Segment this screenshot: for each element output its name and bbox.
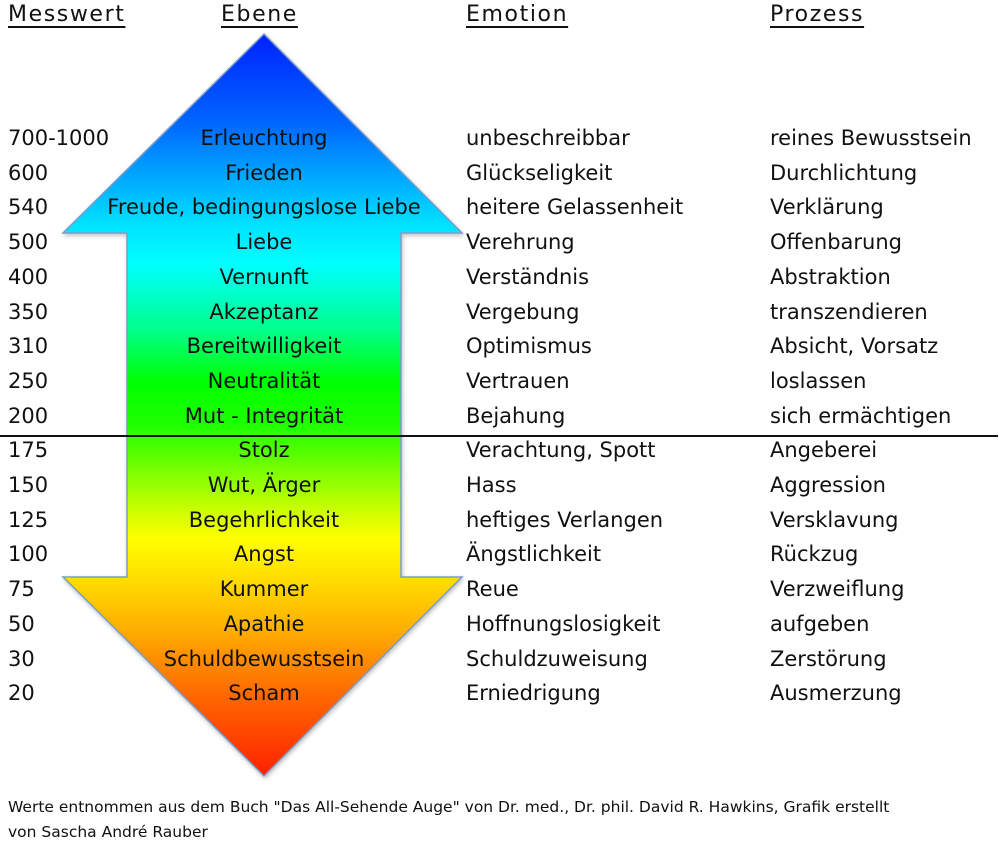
table-row: 310 Bereitwilligkeit Optimismus Absicht, Vo… [0, 329, 1000, 364]
cell-messwert: 350 [8, 299, 49, 324]
cell-ebene: Kummer [219, 577, 309, 602]
table-row: 700-1000 Erleuchtung unbeschreibbar reines … [0, 121, 1000, 156]
table-row: 30 Schuldbewusstsein Schuldzuweisung Zerstö… [0, 642, 1000, 677]
cell-prozess: sich ermächtigen [770, 403, 952, 428]
table-row: 350 Akzeptanz Vergebung transzendieren [0, 295, 1000, 330]
cell-ebene: Liebe [235, 230, 293, 255]
cell-emotion: Verständnis [466, 264, 590, 289]
cell-emotion: Reue [466, 577, 519, 602]
cell-prozess: Rückzug [770, 542, 859, 567]
cell-messwert: 500 [8, 230, 49, 255]
cell-prozess: Verzweiflung [770, 577, 905, 602]
footer-line-1: Werte entnommen aus dem Buch "Das All-Se… [8, 798, 890, 816]
cell-messwert: 100 [8, 542, 49, 567]
cell-emotion: Hoffnungslosigkeit [466, 611, 661, 636]
cell-prozess: Ausmerzung [770, 681, 902, 706]
cell-messwert: 175 [8, 438, 49, 463]
cell-ebene: Bereitwilligkeit [186, 334, 342, 359]
cell-ebene: Mut - Integrität [184, 403, 344, 428]
cell-ebene: Apathie [223, 611, 305, 636]
cell-ebene: Angst [233, 542, 295, 567]
cell-prozess: Offenbarung [770, 230, 903, 255]
cell-ebene: Frieden [225, 160, 303, 185]
cell-prozess: reines Bewusstsein [770, 126, 972, 150]
cell-prozess: Aggression [770, 473, 886, 497]
cell-messwert: 540 [8, 195, 49, 220]
cell-messwert: 125 [8, 507, 49, 532]
cell-emotion: heitere Gelassenheit [466, 195, 684, 220]
cell-prozess: Versklavung [770, 507, 899, 532]
cell-ebene: Akzeptanz [209, 299, 319, 324]
table-row: 250 Neutralität Vertrauen loslassen [0, 364, 1000, 399]
cell-messwert: 310 [8, 334, 49, 359]
cell-emotion: Hass [466, 473, 517, 497]
cell-messwert: 150 [8, 473, 49, 497]
footer-credit: Werte entnommen aus dem Buch "Das All-Se… [8, 795, 998, 845]
cell-ebene: Vernunft [219, 264, 309, 289]
table-row: 500 Liebe Verehrung Offenbarung [0, 225, 1000, 260]
cell-messwert: 50 [8, 611, 35, 636]
cell-emotion: Verehrung [466, 230, 575, 255]
footer-line-2: von Sascha André Rauber [8, 823, 208, 841]
cell-messwert: 700-1000 [8, 126, 110, 150]
cell-ebene: Schuldbewusstsein [163, 646, 365, 671]
cell-emotion: Ängstlichkeit [466, 542, 602, 567]
table-row: 20 Scham Erniedrigung Ausmerzung [0, 676, 1000, 711]
header-messwert: Messwert [8, 2, 126, 27]
header-ebene: Ebene [221, 2, 298, 27]
table-row: 600 Frieden Glückseligkeit Durchlichtung [0, 156, 1000, 191]
cell-prozess: Abstraktion [770, 264, 891, 289]
cell-messwert: 250 [8, 368, 49, 393]
table-row: 100 Angst Ängstlichkeit Rückzug [0, 537, 1000, 572]
table-row: 150 Wut, Ärger Hass Aggression [0, 468, 1000, 503]
cell-messwert: 20 [8, 681, 35, 706]
cell-ebene: Stolz [238, 438, 290, 463]
cell-ebene: Begehrlichkeit [188, 507, 340, 532]
arrow-shape [61, 32, 464, 778]
cell-emotion: Erniedrigung [466, 681, 601, 706]
header-prozess: Prozess [770, 2, 865, 27]
cell-emotion: Bejahung [466, 403, 566, 428]
cell-emotion: Glückseligkeit [466, 160, 613, 185]
cell-prozess: Angeberei [770, 438, 878, 463]
table-row: 125 Begehrlichkeit heftiges Verlangen Versk… [0, 503, 1000, 538]
cell-ebene: Scham [228, 681, 300, 706]
cell-messwert: 30 [8, 646, 35, 671]
cell-messwert: 75 [8, 577, 35, 602]
divider-line [0, 435, 998, 437]
cell-prozess: Durchlichtung [770, 160, 918, 185]
cell-emotion: Schuldzuweisung [466, 646, 648, 671]
cell-prozess: Absicht, Vorsatz [770, 334, 939, 359]
cell-emotion: Vergebung [466, 299, 580, 324]
cell-prozess: Zerstörung [770, 646, 887, 671]
table-row: 200 Mut - Integrität Bejahung sich ermächti… [0, 399, 1000, 434]
table-row: 75 Kummer Reue Verzweiflung [0, 572, 1000, 607]
table-row: 50 Apathie Hoffnungslosigkeit aufgeben [0, 607, 1000, 642]
table-row: 175 Stolz Verachtung, Spott Angeberei [0, 433, 1000, 468]
cell-emotion: heftiges Verlangen [466, 507, 664, 532]
cell-ebene: Wut, Ärger [207, 473, 321, 497]
cell-messwert: 200 [8, 403, 49, 428]
table-row: 400 Vernunft Verständnis Abstraktion [0, 260, 1000, 295]
cell-ebene: Neutralität [207, 368, 321, 393]
header-emotion: Emotion [466, 2, 569, 27]
cell-prozess: transzendieren [770, 299, 928, 324]
cell-prozess: loslassen [770, 368, 867, 393]
cell-prozess: Verklärung [770, 195, 884, 220]
cell-emotion: unbeschreibbar [466, 126, 630, 150]
table-row: 540 Freude, bedingungslose Liebe heitere G… [0, 190, 1000, 225]
cell-prozess: aufgeben [770, 611, 870, 636]
cell-ebene: Freude, bedingungslose Liebe [107, 195, 421, 220]
cell-emotion: Vertrauen [466, 368, 570, 393]
cell-messwert: 600 [8, 160, 49, 185]
cell-emotion: Optimismus [466, 334, 592, 359]
cell-emotion: Verachtung, Spott [466, 438, 656, 463]
cell-ebene: Erleuchtung [200, 126, 328, 150]
cell-messwert: 400 [8, 264, 49, 289]
